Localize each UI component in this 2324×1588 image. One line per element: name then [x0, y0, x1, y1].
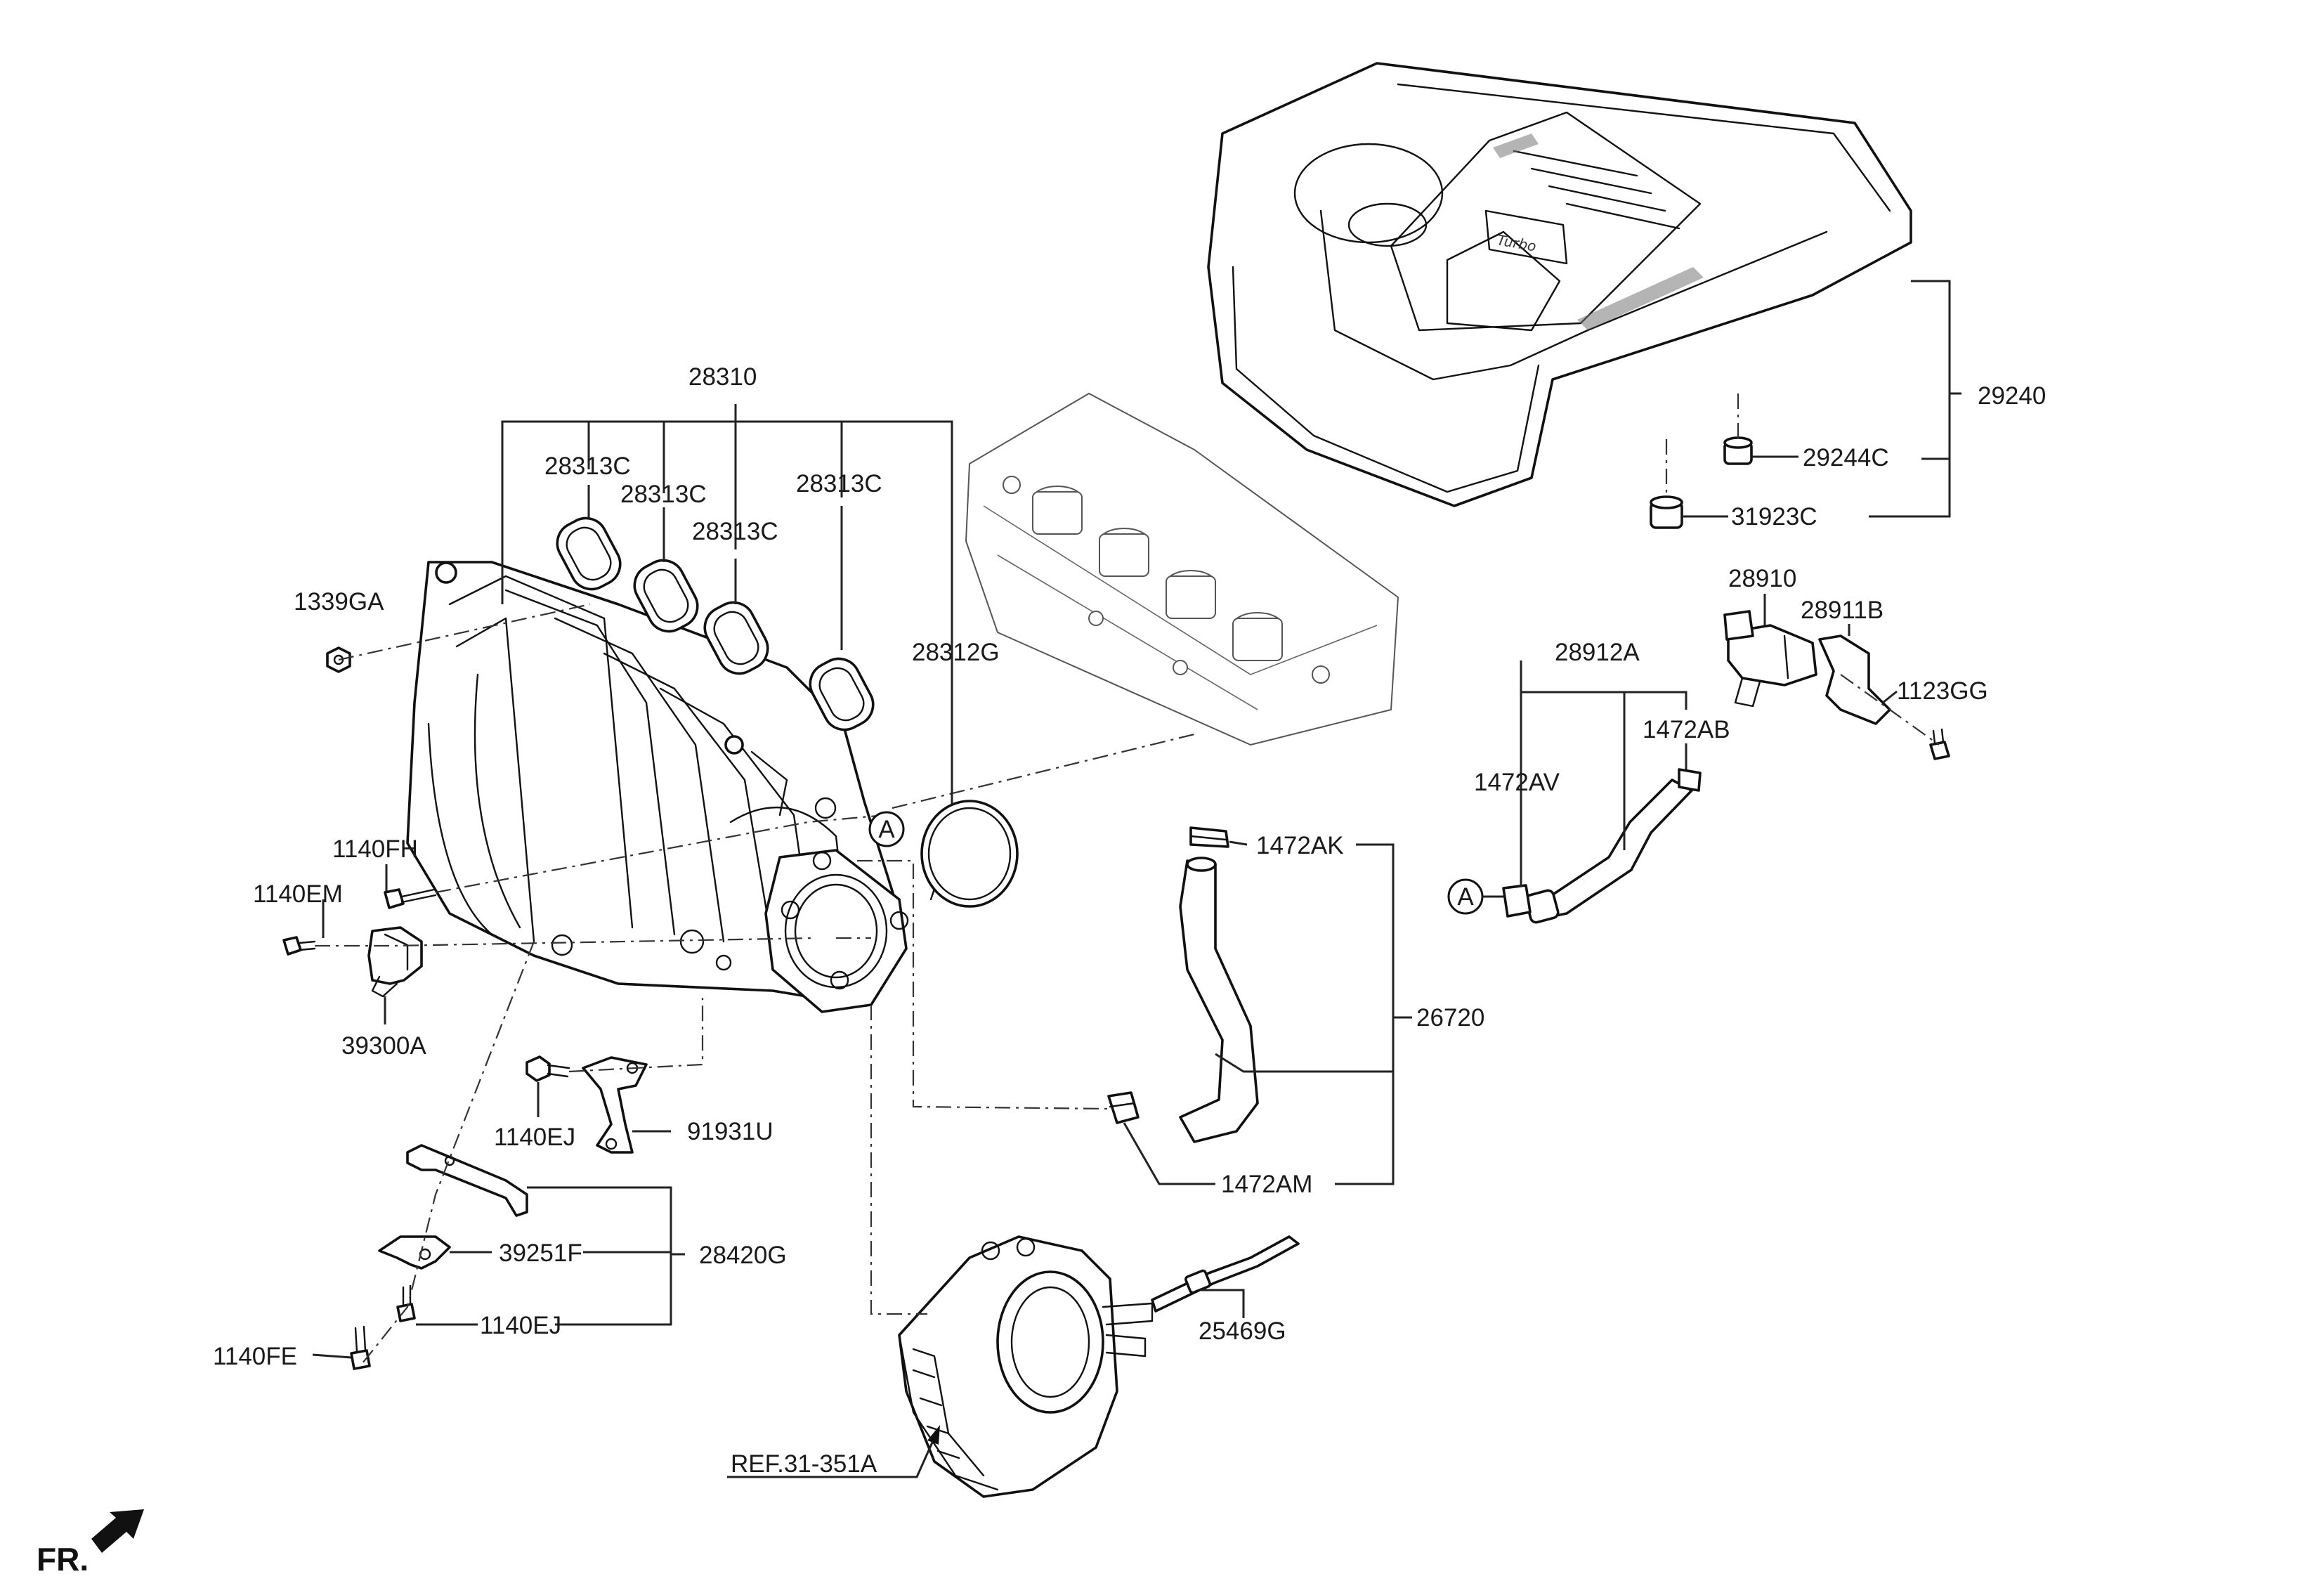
reference-marker-a-manifold: A	[868, 811, 905, 847]
label-28313C-b: 28313C	[620, 481, 707, 508]
label-1140FH: 1140FH	[332, 835, 418, 863]
purge-valve-28910[interactable]	[1723, 610, 1817, 708]
label-28312G: 28312G	[912, 639, 1000, 666]
label-28911B: 28911B	[1801, 597, 1884, 624]
throttle-body-gasket[interactable]	[920, 800, 1019, 908]
label-25469G: 25469G	[1199, 1317, 1286, 1345]
label-39300A: 39300A	[341, 1032, 426, 1060]
map-sensor-39300A[interactable]	[367, 926, 423, 998]
reference-marker-a-manifold-label: A	[878, 816, 895, 843]
front-direction-arrow-icon	[91, 1509, 144, 1553]
front-orientation-label: FR.	[37, 1541, 89, 1577]
clamp-1472AV[interactable]	[1502, 884, 1532, 918]
label-1140EM: 1140EM	[253, 880, 343, 908]
clamp-1472AK[interactable]	[1189, 826, 1229, 848]
label-1472AB: 1472AB	[1643, 716, 1730, 743]
cylinder-head-ghost	[965, 393, 1399, 746]
manifold-gasket-2[interactable]	[627, 553, 705, 639]
label-91931U: 91931U	[687, 1118, 773, 1145]
label-1123GG: 1123GG	[1897, 677, 1988, 705]
reference-marker-a-pcv-hose-label: A	[1457, 883, 1474, 911]
label-1140EJ-lower: 1140EJ	[480, 1312, 561, 1339]
label-28912A: 28912A	[1555, 639, 1640, 666]
hose-25469G[interactable]	[1151, 1235, 1300, 1313]
bolt-1140FE[interactable]	[350, 1325, 371, 1370]
grommet-31923C[interactable]	[1650, 495, 1683, 529]
clamp-1472AB[interactable]	[1678, 768, 1702, 792]
label-28310: 28310	[688, 363, 757, 391]
reference-marker-a-pcv-hose: A	[1447, 878, 1484, 915]
cover-mesh-vent	[1577, 267, 1704, 330]
label-ref-31-351A: REF.31-351A	[731, 1450, 877, 1478]
manifold-gasket-3[interactable]	[698, 595, 776, 681]
throttle-body[interactable]	[898, 1235, 1154, 1498]
manifold-gasket-4[interactable]	[803, 651, 881, 737]
manifold-gasket-1[interactable]	[550, 511, 628, 597]
hose-28912A[interactable]	[1525, 779, 1693, 924]
front-orientation-marker: FR.	[37, 1509, 144, 1577]
bolt-1140EJ-lower[interactable]	[396, 1284, 416, 1322]
hose-26720[interactable]	[1179, 857, 1259, 1143]
leader-lines	[312, 280, 1961, 1478]
label-26720: 26720	[1416, 1004, 1484, 1031]
label-1140EJ-upper: 1140EJ	[494, 1124, 575, 1151]
bolt-1140FH[interactable]	[384, 888, 437, 909]
label-39251F: 39251F	[499, 1239, 582, 1267]
label-29240: 29240	[1978, 382, 2046, 410]
label-28420G: 28420G	[699, 1242, 787, 1269]
cover-mesh-vent-top	[1493, 134, 1539, 158]
bolt-1123GG[interactable]	[1929, 728, 1950, 760]
label-28313C-c: 28313C	[692, 518, 778, 545]
label-1339GA: 1339GA	[294, 588, 384, 616]
clamp-1472AM[interactable]	[1107, 1091, 1140, 1124]
label-28313C-a: 28313C	[544, 453, 631, 480]
label-28910: 28910	[1728, 565, 1796, 592]
engine-cover[interactable]: Turbo	[1207, 62, 1912, 507]
label-1472AV: 1472AV	[1474, 769, 1560, 796]
bracket-28420G[interactable]	[406, 1144, 528, 1217]
label-31923C: 31923C	[1731, 503, 1817, 531]
bracket-39251F[interactable]	[378, 1235, 451, 1270]
label-29244C: 29244C	[1803, 444, 1889, 471]
bracket-91931U[interactable]	[582, 1056, 648, 1154]
bolt-1140EM[interactable]	[282, 936, 316, 956]
grommet-29244C[interactable]	[1723, 436, 1753, 465]
label-1140FE: 1140FE	[213, 1343, 297, 1370]
bolt-1140EJ-upper[interactable]	[525, 1055, 570, 1082]
label-28313C-d: 28313C	[796, 470, 882, 497]
bracket-28911B[interactable]	[1818, 634, 1891, 725]
label-1472AM: 1472AM	[1221, 1171, 1312, 1198]
label-1472AK: 1472AK	[1256, 832, 1344, 859]
